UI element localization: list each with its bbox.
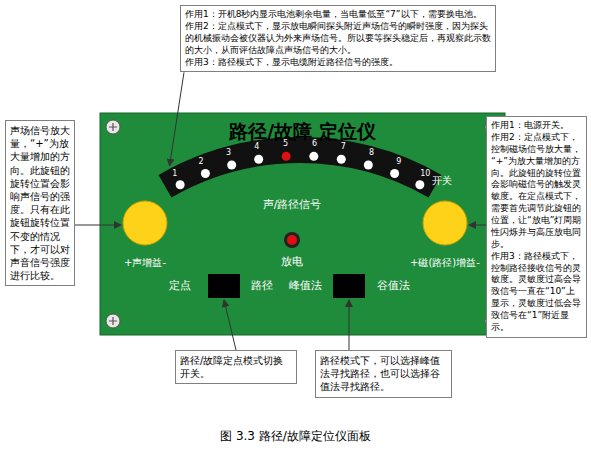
figure-caption: 图 3.3 路径/故障定位仪面板 <box>0 428 591 445</box>
discharge-led-ring <box>284 232 300 248</box>
switch-position: 路径 <box>251 280 273 292</box>
leader-line <box>75 225 121 226</box>
screws <box>106 120 499 328</box>
leader-line <box>349 300 350 350</box>
led <box>201 169 210 178</box>
scale-number: 10 <box>420 170 430 179</box>
callout-text: 作用2：定点模式下，显示放电瞬间探头附近声场信号的瞬时强度，因为探头的机械振动会… <box>185 21 491 57</box>
callout-text: 作用1：开机8秒内显示电池剩余电量，当电量低至“7”以下，需要换电池。 <box>185 9 491 21</box>
screw-slots <box>109 123 496 325</box>
led <box>176 180 185 189</box>
panel-board <box>100 113 505 335</box>
switch-position: 谷值法 <box>377 280 410 292</box>
callout-box: 作用1：电源开关。作用2：定点模式下，控制磁场信号放大量，“+”为放大量增加的方… <box>486 116 587 338</box>
callout-text: 路径模式下，可以选择峰值法寻找路径，也可以选择谷值法寻找路径。 <box>320 354 447 394</box>
switch-position: 峰值法 <box>289 280 322 292</box>
leader-line <box>224 300 236 350</box>
discharge-led <box>287 235 297 245</box>
scale-number: 9 <box>396 158 401 167</box>
led <box>227 160 236 169</box>
switch-position: 定点 <box>169 280 191 292</box>
scale-number: 1 <box>172 170 177 179</box>
led-arc-band <box>165 150 435 186</box>
led <box>415 180 424 189</box>
mode-switch <box>208 274 240 298</box>
led-label: 放电 <box>281 256 303 268</box>
callout-box: 路径/故障定点模式切换开关。 <box>175 350 297 384</box>
callout-box: 声场信号放大量，“+”为放大量增加的方向。此旋钮的旋转位置会影响声信号的强度。只… <box>5 120 75 286</box>
device-panel: 路径/故障 定位仪 <box>100 113 505 335</box>
scale-number: 8 <box>369 149 374 158</box>
mag-gain-knob <box>423 201 467 245</box>
scale-number: 4 <box>254 143 259 152</box>
callout-text: 作用2：定点模式下，控制磁场信号放大量，“+”为放大量增加的方向。此旋钮的旋转位… <box>491 132 582 251</box>
meter-label: 声/路径信号 <box>263 199 322 211</box>
scale-number: 5 <box>283 140 288 149</box>
scale-number: 3 <box>226 149 231 158</box>
scale-number: 2 <box>199 158 204 167</box>
led <box>390 169 399 178</box>
led <box>364 160 373 169</box>
callout-text: 作用1：电源开关。 <box>491 120 582 132</box>
panel-title: 路径/故障 定位仪 <box>100 119 505 145</box>
callout-text: 作用3：路径模式下，控制路径接收信号的灵敏度。灵敏度过高会导致信号一直在“10”… <box>491 251 582 334</box>
callout-box: 路径模式下，可以选择峰值法寻找路径，也可以选择谷值法寻找路径。 <box>315 350 452 398</box>
leader-line <box>170 72 184 165</box>
switch-label: 开关 <box>432 175 452 186</box>
callout-text: 作用3：路径模式下，显示电缆附近路径信号的强度。 <box>185 57 491 69</box>
scale-number: 6 <box>312 140 317 149</box>
leader-line <box>469 225 486 226</box>
led <box>254 155 263 164</box>
callout-box: 作用1：开机8秒内显示电池剩余电量，当电量低至“7”以下，需要换电池。作用2：定… <box>180 5 496 72</box>
led <box>282 152 291 161</box>
led <box>337 155 346 164</box>
led <box>309 152 318 161</box>
knob-label: +磁(路径)增益- <box>410 257 480 268</box>
callout-text: 声场信号放大量，“+”为放大量增加的方向。此旋钮的旋转位置会影响声信号的强度。只… <box>10 124 70 282</box>
sound-gain-knob <box>123 201 167 245</box>
knob-label: +声增益- <box>124 257 166 268</box>
method-switch <box>333 274 365 298</box>
scale-number: 7 <box>341 143 346 152</box>
callout-text: 路径/故障定点模式切换开关。 <box>180 354 292 380</box>
led-row <box>176 152 425 189</box>
